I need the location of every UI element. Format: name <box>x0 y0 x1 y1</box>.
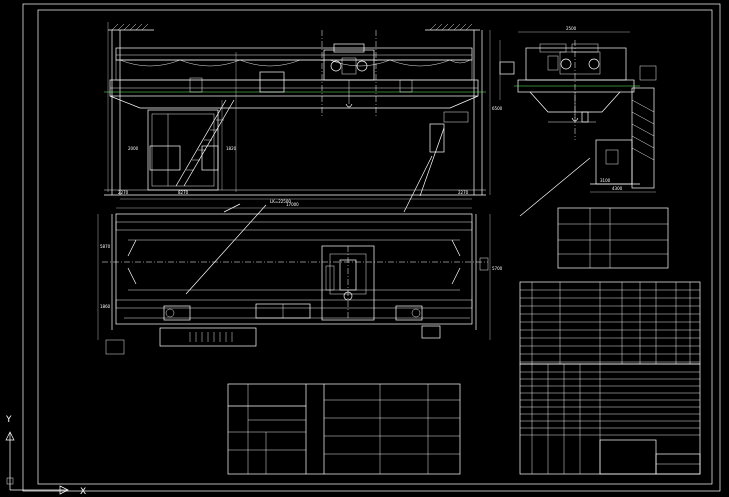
front-mid-dim: 8270 <box>178 190 189 195</box>
leader-lines <box>185 155 591 295</box>
front-lift-dim: 1820 <box>226 146 237 151</box>
front-cab-dim: 2000 <box>128 146 139 151</box>
side-elevation-labels: 2500 4300 3100 <box>566 26 623 191</box>
ucs-axis-icon: Y X <box>5 415 86 497</box>
technical-parameter-table <box>557 207 669 269</box>
front-left-dim: 2270 <box>118 190 129 195</box>
plan-left-top-dim: 5870 <box>100 244 111 249</box>
parts-list-table <box>519 281 701 365</box>
sheet-border <box>22 3 721 492</box>
revision-block <box>227 383 461 475</box>
front-elevation-labels: LK=22500 2270 8270 2270 2000 6500 1820 <box>118 106 503 204</box>
front-elevation-view <box>104 22 491 200</box>
ucs-y-label: Y <box>5 415 12 425</box>
plan-view <box>97 207 491 355</box>
side-elevation-view <box>499 31 657 193</box>
front-right-dim: 2270 <box>458 190 469 195</box>
front-span-label: LK=22500 <box>270 199 291 204</box>
ucs-x-label: X <box>80 487 86 497</box>
side-bottom-dim: 4300 <box>612 186 623 191</box>
plan-right-dim: 5700 <box>492 266 503 271</box>
side-mid-dim: 3100 <box>600 178 611 183</box>
plan-top-dim: 17000 <box>286 202 299 207</box>
side-top-dim: 2500 <box>566 26 577 31</box>
plan-left-bottom-dim: 1860 <box>100 304 111 309</box>
front-height-dim: 6500 <box>492 106 503 111</box>
title-block <box>519 363 701 475</box>
plan-view-labels: 5870 1860 17000 5700 <box>100 202 503 309</box>
